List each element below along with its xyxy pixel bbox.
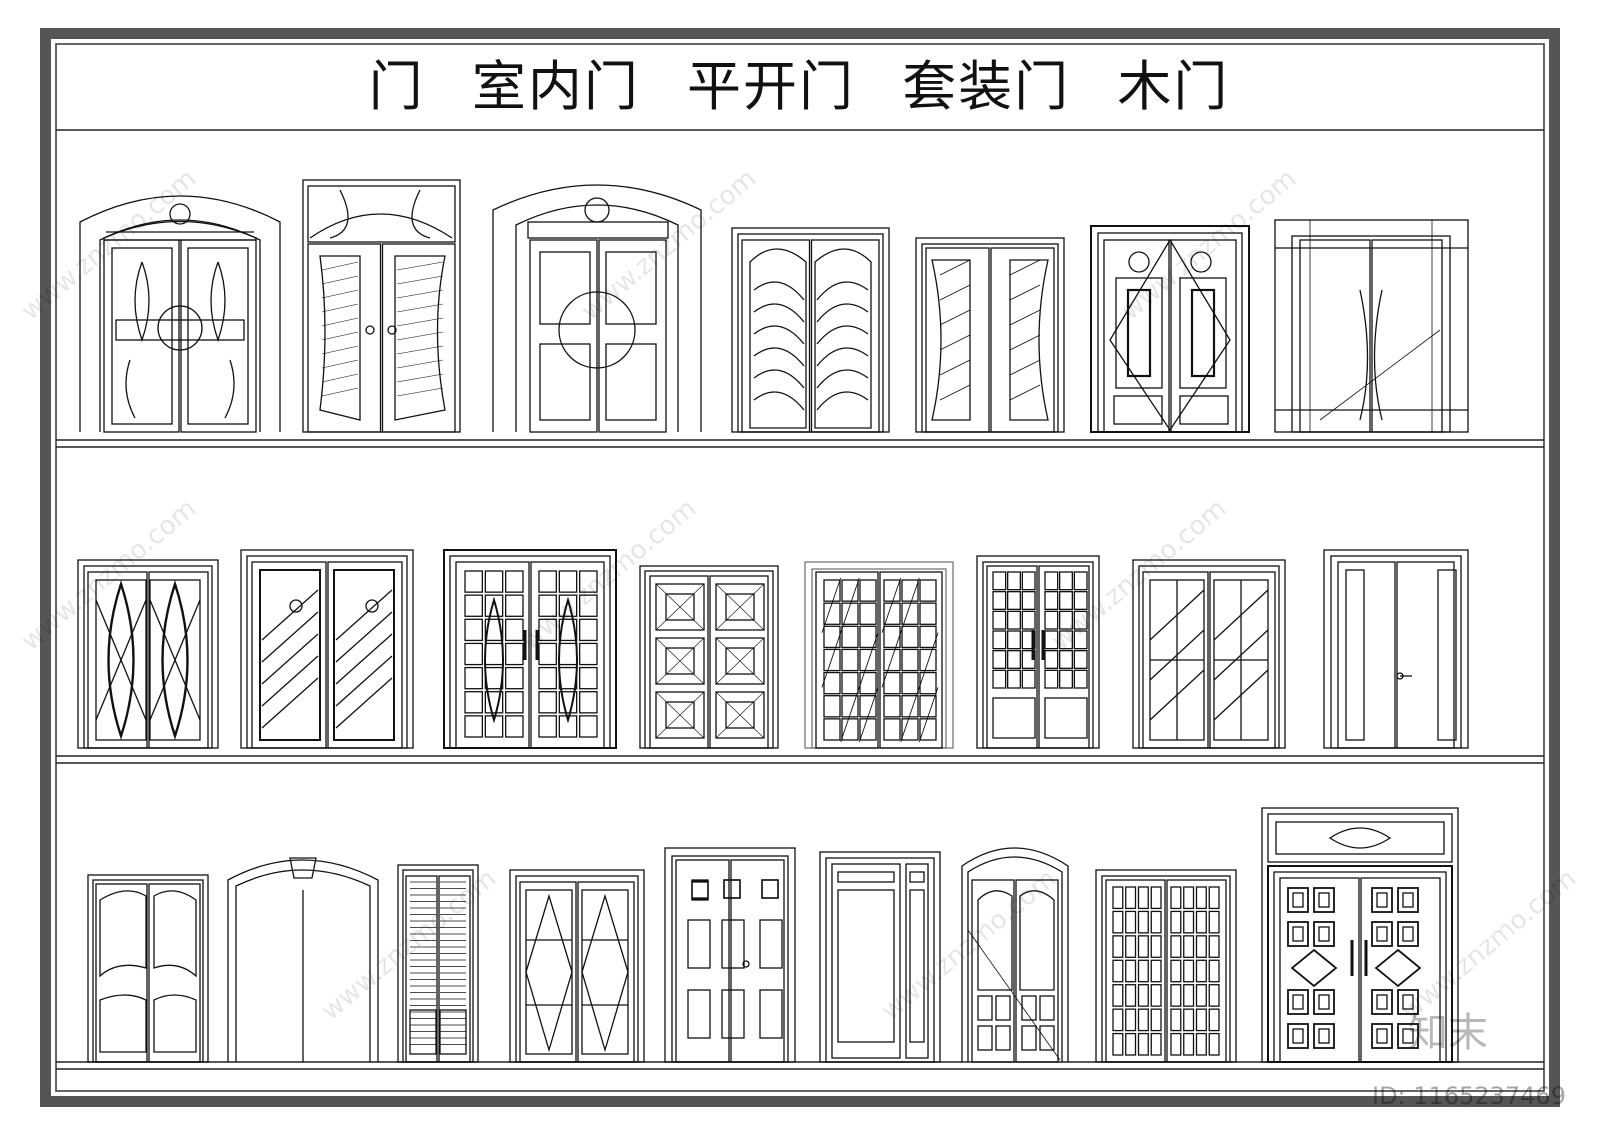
door-modern-glass-frame xyxy=(1274,219,1469,433)
title-word-5: 木门 xyxy=(1117,55,1230,118)
door-arched-plain-double xyxy=(227,857,379,1062)
door-transom-coffered-double xyxy=(1261,807,1459,1063)
door-arched-panel-circle xyxy=(492,184,702,433)
door-diamond-carved-double xyxy=(1090,225,1250,433)
door-diagonal-grid-double xyxy=(1132,559,1286,749)
door-diamond-glass-double xyxy=(509,869,645,1063)
title-word-3: 平开门 xyxy=(687,55,855,118)
door-grid-glass-double xyxy=(804,561,954,749)
page-title: 门 室内门 平开门 套装门 木门 xyxy=(56,48,1542,126)
door-stained-glass-double xyxy=(443,549,617,749)
doors-group xyxy=(77,179,1469,1063)
shelf-1 xyxy=(56,439,1544,448)
shelf-2 xyxy=(56,755,1544,764)
door-transom-swirl-glass xyxy=(302,179,461,433)
title-word-2: 室内门 xyxy=(471,55,640,118)
door-six-panel-double xyxy=(664,847,796,1063)
inner-border xyxy=(55,43,1545,1092)
door-striped-glass-double xyxy=(915,237,1065,433)
shelf-3 xyxy=(56,1061,1544,1070)
title-word-1: 门 xyxy=(368,55,425,118)
door-lattice-ellipse-double xyxy=(77,559,219,749)
door-grid-glass-double-2 xyxy=(1095,869,1237,1063)
door-small-grid-double xyxy=(976,555,1100,749)
door-plain-panel-double xyxy=(1323,549,1469,749)
door-arched-carved-double xyxy=(79,195,281,433)
title-word-4: 套装门 xyxy=(902,55,1071,118)
door-french-curve-double xyxy=(87,874,209,1063)
door-arched-small-panel xyxy=(961,847,1069,1063)
door-iron-scroll-double xyxy=(731,227,890,433)
door-iron-diagonal-double xyxy=(240,549,414,749)
image-id-label: ID: 1165237469 xyxy=(1372,1082,1566,1110)
door-single-panel-sidelight xyxy=(819,851,941,1063)
door-square-panel-double xyxy=(639,565,779,749)
brand-logo: 知末 xyxy=(1408,1010,1488,1056)
thick-border xyxy=(41,29,1559,1106)
door-louvered-double xyxy=(397,864,479,1063)
